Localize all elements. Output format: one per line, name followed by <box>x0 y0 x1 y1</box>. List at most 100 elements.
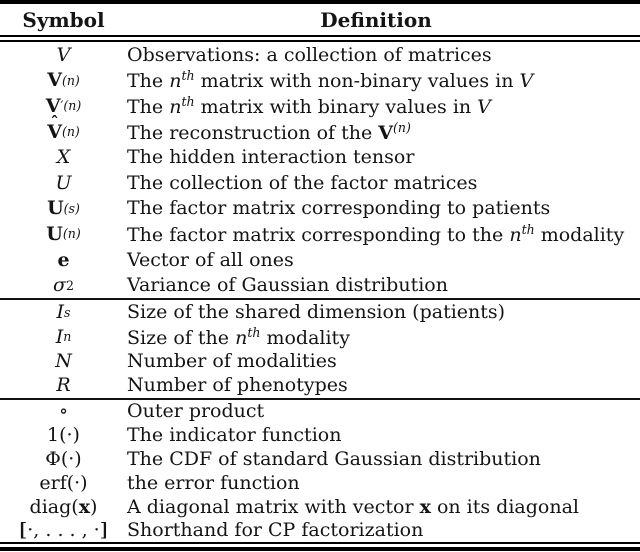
table-row: U The collection of the factor matrices <box>0 170 640 196</box>
symbol-cell: R <box>0 374 127 396</box>
math-token: (n) <box>62 226 81 242</box>
math-token: ]] <box>99 519 109 542</box>
header-divider <box>0 35 640 42</box>
math-token: V <box>45 94 61 117</box>
definition-cell: The collection of the factor matrices <box>127 172 640 194</box>
table-row: U(n)The factor matrix corresponding to t… <box>0 221 640 247</box>
math-token: X <box>56 146 71 169</box>
math-token: I <box>56 301 65 324</box>
symbol-cell: [[·, . . . , ·]] <box>0 519 127 541</box>
math-token: ) <box>90 495 98 518</box>
table-row: ∘ Outer product <box>0 400 640 424</box>
math-token: Φ(·) <box>45 447 82 470</box>
math-token: th <box>181 68 195 84</box>
math-token: The factor matrix corresponding to patie… <box>127 197 551 220</box>
math-token: V <box>47 69 62 92</box>
math-token: N <box>55 349 72 372</box>
math-token: Variance of Gaussian distribution <box>127 274 448 297</box>
math-token: 2 <box>66 277 74 293</box>
math-token: th <box>181 94 195 110</box>
definition-cell: Shorthand for CP factorization <box>127 519 640 541</box>
definition-cell: Number of modalities <box>127 350 640 372</box>
math-token: The reconstruction of the <box>127 121 379 144</box>
math-token: diag( <box>29 495 79 518</box>
math-token: (n) <box>61 124 80 140</box>
math-token: n <box>169 70 182 93</box>
table-row: N Number of modalities <box>0 349 640 373</box>
math-token: th <box>247 324 261 340</box>
math-token: n <box>169 95 182 118</box>
math-token: U <box>55 171 72 194</box>
bottom-rule <box>0 542 640 552</box>
symbol-cell: N <box>0 350 127 372</box>
math-token: x <box>419 495 431 518</box>
math-token: Vector of all ones <box>127 248 294 271</box>
symbol-cell: 1(·) <box>0 424 127 446</box>
math-token: V <box>519 70 534 93</box>
math-token: The indicator function <box>127 424 342 447</box>
symbol-cell: U(s) <box>0 197 127 219</box>
definition-cell: Observations: a collection of matrices <box>127 44 640 66</box>
math-token: The <box>127 70 170 93</box>
math-token: n <box>63 329 72 345</box>
math-token: matrix with binary values in <box>194 95 478 118</box>
symbol-cell: erf(·) <box>0 472 127 494</box>
math-token: ·, . . . , · <box>27 519 100 542</box>
math-token: modality <box>260 326 350 349</box>
table-row: 1(·)The indicator function <box>0 423 640 447</box>
math-token: R <box>56 374 71 397</box>
definition-cell: the error function <box>127 472 640 494</box>
definition-cell: Number of phenotypes <box>127 374 640 396</box>
definition-cell: Vector of all ones <box>127 249 640 271</box>
math-token: th <box>521 222 535 237</box>
math-token: The hidden interaction tensor <box>127 146 415 169</box>
symbol-cell: V <box>0 44 127 66</box>
definition-cell: The factor matrix corresponding to the n… <box>127 222 640 246</box>
math-token: V <box>378 121 394 144</box>
math-token: The collection of the factor matrices <box>127 171 478 194</box>
math-token: (·) <box>59 424 80 447</box>
section-divider <box>0 297 640 300</box>
math-token: A diagonal matrix with vector <box>127 495 420 518</box>
symbol-column-header: Symbol <box>22 7 105 32</box>
math-token: ∘ <box>58 400 69 423</box>
math-token: modality <box>534 223 625 246</box>
math-token: The <box>127 95 170 118</box>
hat-accent-icon: ˆ <box>50 113 59 133</box>
math-token: e <box>57 248 70 271</box>
math-token: U <box>46 222 63 245</box>
symbol-cell: ∘ <box>0 400 127 422</box>
math-token: Outer product <box>127 400 265 423</box>
math-token: ′(n) <box>60 98 82 114</box>
definition-cell: The nth matrix with non-binary values in… <box>127 68 640 92</box>
table-row: e Vector of all ones <box>0 247 640 273</box>
table-row: erf(·)the error function <box>0 471 640 495</box>
symbol-cell: V(n) <box>0 69 127 91</box>
definition-cell: The indicator function <box>127 424 640 446</box>
symbol-cell: U(n) <box>0 223 127 245</box>
math-token: n <box>509 223 522 246</box>
definition-cell: The factor matrix corresponding to patie… <box>127 197 640 219</box>
table-row: Φ(·)The CDF of standard Gaussian distrib… <box>0 447 640 471</box>
symbol-cell: V′(n) <box>0 95 127 117</box>
math-token: V <box>56 43 71 66</box>
definition-cell: Size of the nth modality <box>127 325 640 349</box>
definition-cell: A diagonal matrix with vector x on its d… <box>127 496 640 518</box>
math-token: I <box>55 325 64 348</box>
symbol-cell: e <box>0 249 127 271</box>
math-token: Observations: a collection of matrices <box>127 43 492 66</box>
table-row: X The hidden interaction tensor <box>0 144 640 170</box>
symbol-cell: Φ(·) <box>0 448 127 470</box>
math-token: x <box>78 495 91 518</box>
symbol-cell: U <box>0 172 127 194</box>
math-token: Number of phenotypes <box>127 374 348 397</box>
table-row: diag(x)A diagonal matrix with vector x o… <box>0 495 640 519</box>
